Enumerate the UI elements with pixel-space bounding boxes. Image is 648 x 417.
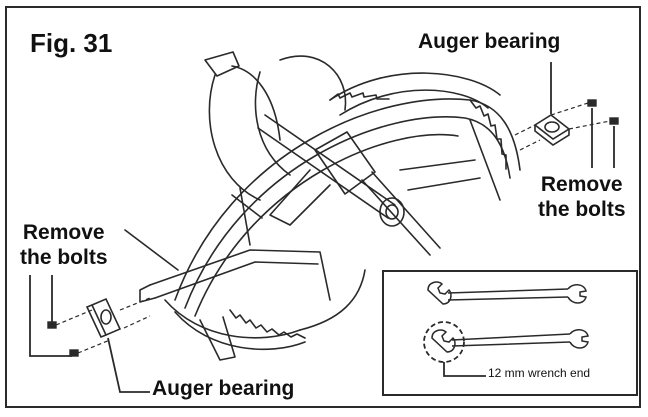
wrench-icon	[427, 281, 587, 305]
auger-bearing-label-bottom: Auger bearing	[152, 377, 295, 400]
bearing-flange-icon	[85, 297, 122, 339]
wrench-end-label: 12 mm wrench end	[488, 366, 591, 380]
remove-bolts-left-line1: Remove	[22, 221, 105, 244]
figure-number: Fig. 31	[30, 28, 113, 58]
remove-bolts-left-line2: the bolts	[20, 246, 108, 269]
remove-bolts-label-left: Remove the bolts	[20, 220, 108, 270]
wrench-icon	[431, 329, 589, 353]
remove-bolts-label-right: Remove the bolts	[538, 172, 626, 222]
dashed-circle-highlight	[423, 321, 465, 363]
auger-bearing-label-top: Auger bearing	[418, 30, 561, 53]
remove-bolts-right-line1: Remove	[540, 173, 623, 196]
remove-bolts-right-line2: the bolts	[538, 198, 626, 221]
